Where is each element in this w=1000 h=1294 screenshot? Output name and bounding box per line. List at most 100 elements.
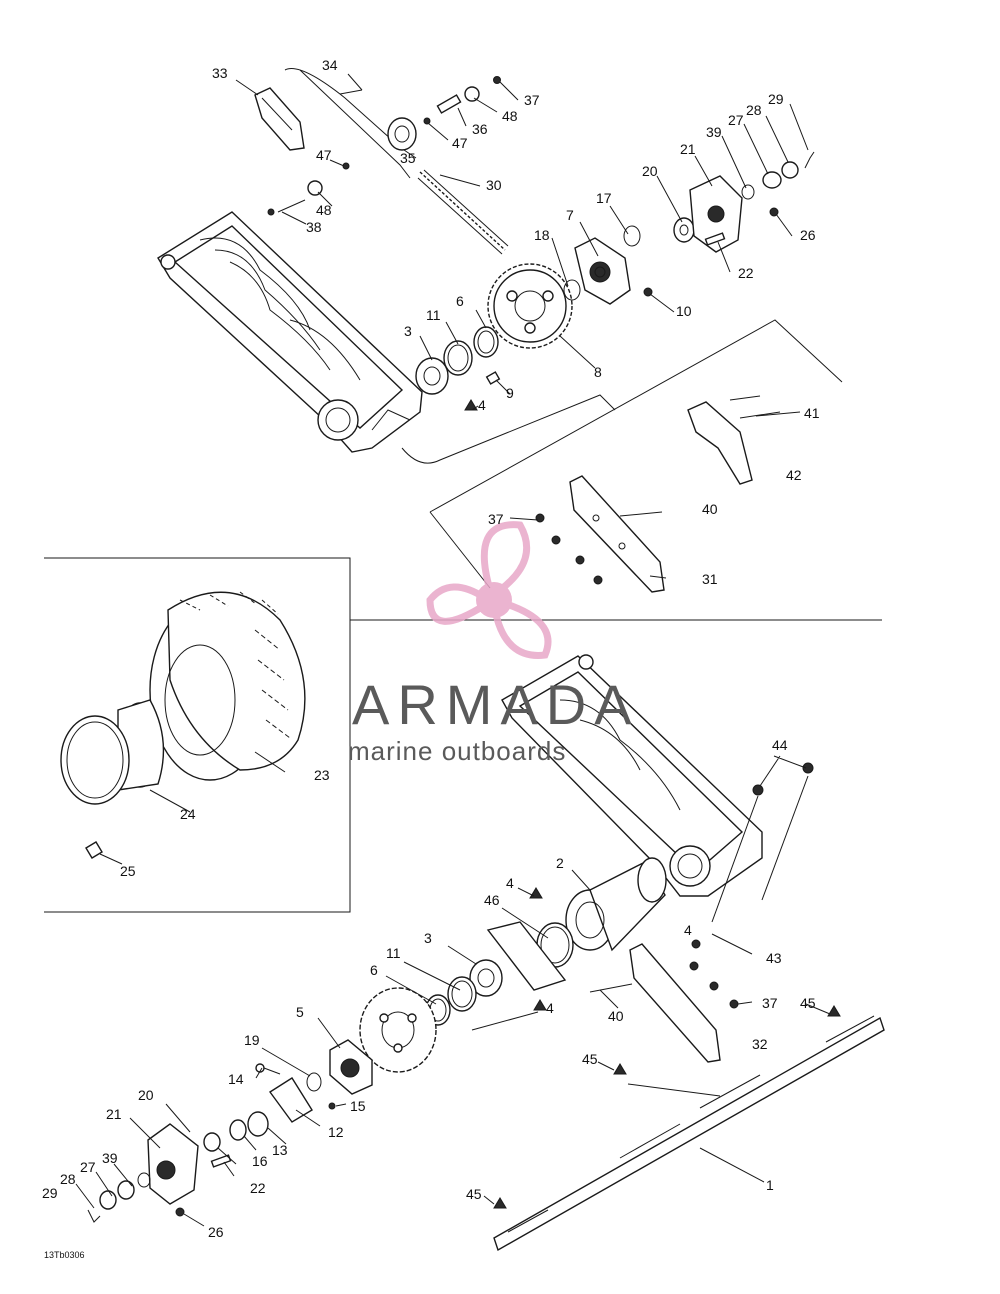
- drive-sprocket: [487, 263, 573, 349]
- callout-21-bottom: 21: [106, 1106, 122, 1122]
- callout-47-left: 47: [316, 147, 332, 163]
- brake-disc: [359, 987, 437, 1073]
- callout-32: 32: [752, 1036, 768, 1052]
- callout-36: 36: [472, 121, 488, 137]
- callout-12: 12: [328, 1124, 344, 1140]
- callout-17: 17: [596, 190, 612, 206]
- armada-watermark: ARMADA marine outboards: [348, 521, 640, 766]
- callout-33: 33: [212, 65, 228, 81]
- callout-34: 34: [322, 57, 338, 73]
- callout-42: 42: [786, 467, 802, 483]
- axle-housing: [529, 857, 667, 952]
- callout-9: 9: [506, 385, 514, 401]
- callout-20-bottom: 20: [138, 1087, 154, 1103]
- upper-swing-arm-assembly: [157, 68, 815, 593]
- callout-16: 16: [252, 1153, 268, 1169]
- callout-48-top: 48: [502, 108, 518, 124]
- caliper-brackets: [535, 395, 781, 593]
- callout-37-bottom: 37: [762, 995, 778, 1011]
- callout-39-bottom: 39: [102, 1150, 118, 1166]
- callout-28-bottom: 28: [60, 1171, 76, 1187]
- callout-45-mid: 45: [582, 1051, 598, 1067]
- callout-37-top: 37: [524, 92, 540, 108]
- drive-chain: [299, 69, 509, 255]
- callout-27-bottom: 27: [80, 1159, 96, 1175]
- tire: [149, 591, 306, 781]
- upper-wheel-hub: [673, 151, 815, 253]
- callout-5: 5: [296, 1004, 304, 1020]
- callout-29-bottom: 29: [42, 1185, 58, 1201]
- callout-3-top: 3: [404, 323, 412, 339]
- callout-22-bottom: 22: [250, 1180, 266, 1196]
- callout-10: 10: [676, 303, 692, 319]
- callout-41: 41: [804, 405, 820, 421]
- callout-28-top: 28: [746, 102, 762, 118]
- callout-19: 19: [244, 1032, 260, 1048]
- callout-45-bottom: 45: [466, 1186, 482, 1202]
- figure-code: 13Tb0306: [44, 1250, 85, 1260]
- lower-swing-arm: [501, 654, 763, 897]
- callout-40-bottom: 40: [608, 1008, 624, 1024]
- rim: [60, 699, 165, 805]
- callout-1: 1: [766, 1177, 774, 1193]
- callout-4-mid-left: 4: [506, 875, 514, 891]
- lower-swing-arm-assembly: [87, 654, 885, 1252]
- callout-4-top: 4: [478, 397, 486, 413]
- wheel-inset: [60, 591, 306, 859]
- callout-11-bottom: 11: [386, 945, 401, 961]
- callout-30: 30: [486, 177, 502, 193]
- callout-22-top: 22: [738, 265, 754, 281]
- callout-26-top: 26: [800, 227, 816, 243]
- callout-4-bottom: 4: [546, 1000, 554, 1016]
- callout-48-left: 48: [316, 202, 332, 218]
- callout-40-top: 40: [702, 501, 718, 517]
- lower-bearings: [425, 921, 574, 1031]
- callout-25: 25: [120, 863, 136, 879]
- callout-18: 18: [534, 227, 550, 243]
- callout-43: 43: [766, 950, 782, 966]
- callout-46: 46: [484, 892, 500, 908]
- callout-31: 31: [702, 571, 718, 587]
- callout-24: 24: [180, 806, 196, 822]
- rear-axle: [493, 1005, 885, 1252]
- callout-23: 23: [314, 767, 330, 783]
- callout-37-mid: 37: [488, 511, 504, 527]
- watermark-brand: ARMADA: [352, 673, 640, 736]
- callout-13: 13: [272, 1142, 288, 1158]
- wheel-nut: [85, 841, 103, 859]
- propeller-icon: [426, 521, 552, 659]
- callout-21-top: 21: [680, 141, 696, 157]
- callout-26-bottom: 26: [208, 1224, 224, 1240]
- callout-27-top: 27: [728, 112, 744, 128]
- callout-20-top: 20: [642, 163, 658, 179]
- callout-39-top: 39: [706, 124, 722, 140]
- callout-3-bottom: 3: [424, 930, 432, 946]
- callout-labels: 33 34 37 48 36 47 35 47 48 38 30 29 28 2…: [42, 57, 820, 1260]
- brake-disc-hub: [229, 1039, 373, 1141]
- watermark-tagline: marine outboards: [348, 736, 566, 766]
- lower-wheel-hub: [87, 1123, 232, 1223]
- callout-29-top: 29: [768, 91, 784, 107]
- callout-11-top: 11: [426, 307, 441, 323]
- callout-47-right: 47: [452, 135, 468, 151]
- callout-14: 14: [228, 1071, 244, 1087]
- chain-roller: [267, 76, 501, 216]
- callout-7: 7: [566, 207, 574, 223]
- upper-swing-arm: [157, 211, 423, 453]
- callout-4-mid-right: 4: [684, 922, 692, 938]
- callout-44: 44: [772, 737, 788, 753]
- callout-45-right: 45: [800, 995, 816, 1011]
- callout-38: 38: [306, 219, 322, 235]
- leader-lines: [75, 73, 831, 1227]
- callout-8: 8: [594, 364, 602, 380]
- sprocket-hub: [563, 225, 653, 305]
- callout-6-top: 6: [456, 293, 464, 309]
- chain-guide: [254, 68, 393, 151]
- lower-caliper-bracket: [589, 762, 814, 1063]
- upper-bearings: [415, 326, 501, 411]
- callout-15: 15: [350, 1098, 366, 1114]
- callout-6-bottom: 6: [370, 962, 378, 978]
- callout-2: 2: [556, 855, 564, 871]
- callout-35: 35: [400, 150, 416, 166]
